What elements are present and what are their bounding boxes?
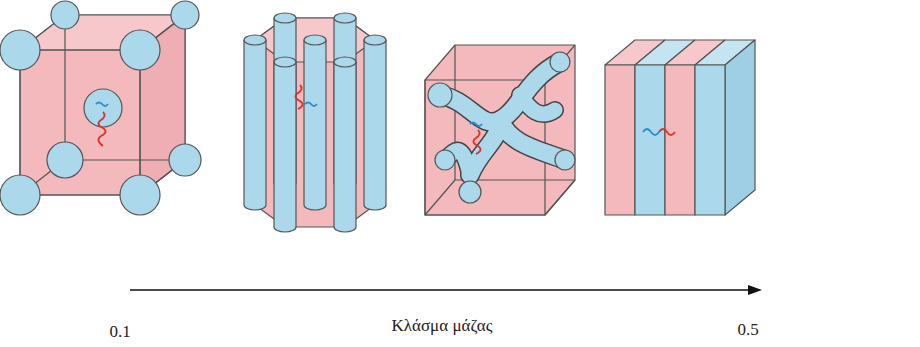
axis-label: 0.5 (737, 320, 758, 340)
axis-label: 0.1 (109, 322, 130, 342)
axis-label: Κλάσμα μάζας (392, 316, 493, 336)
